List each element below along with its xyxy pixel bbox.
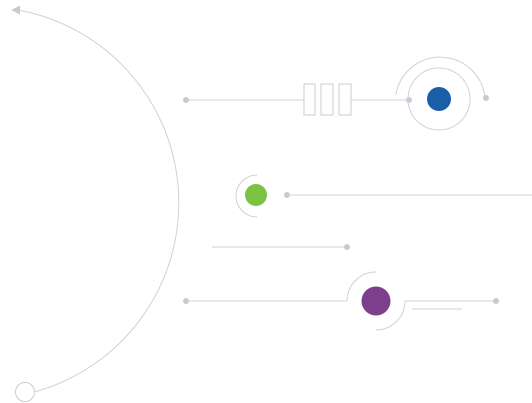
branch-3-end-dot (344, 244, 350, 250)
blue-node-arc-end-dot (483, 95, 489, 101)
branch-4-end-dot (493, 298, 499, 304)
start-circle-icon (15, 382, 35, 402)
purple-node (361, 286, 391, 316)
blue-node-inner-ring (407, 67, 471, 131)
purple-node-upper-arc (346, 271, 377, 302)
branch-1-end-dot (406, 97, 412, 103)
green-node (245, 184, 267, 206)
arrow-head-icon (11, 5, 20, 15)
purple-node-lower-arc (375, 300, 406, 331)
green-node-arc (235, 174, 258, 218)
main-arc (17, 9, 180, 393)
blue-node-outer-arc (395, 56, 486, 99)
three-bar-icon (303, 83, 352, 116)
blue-node (427, 87, 451, 111)
